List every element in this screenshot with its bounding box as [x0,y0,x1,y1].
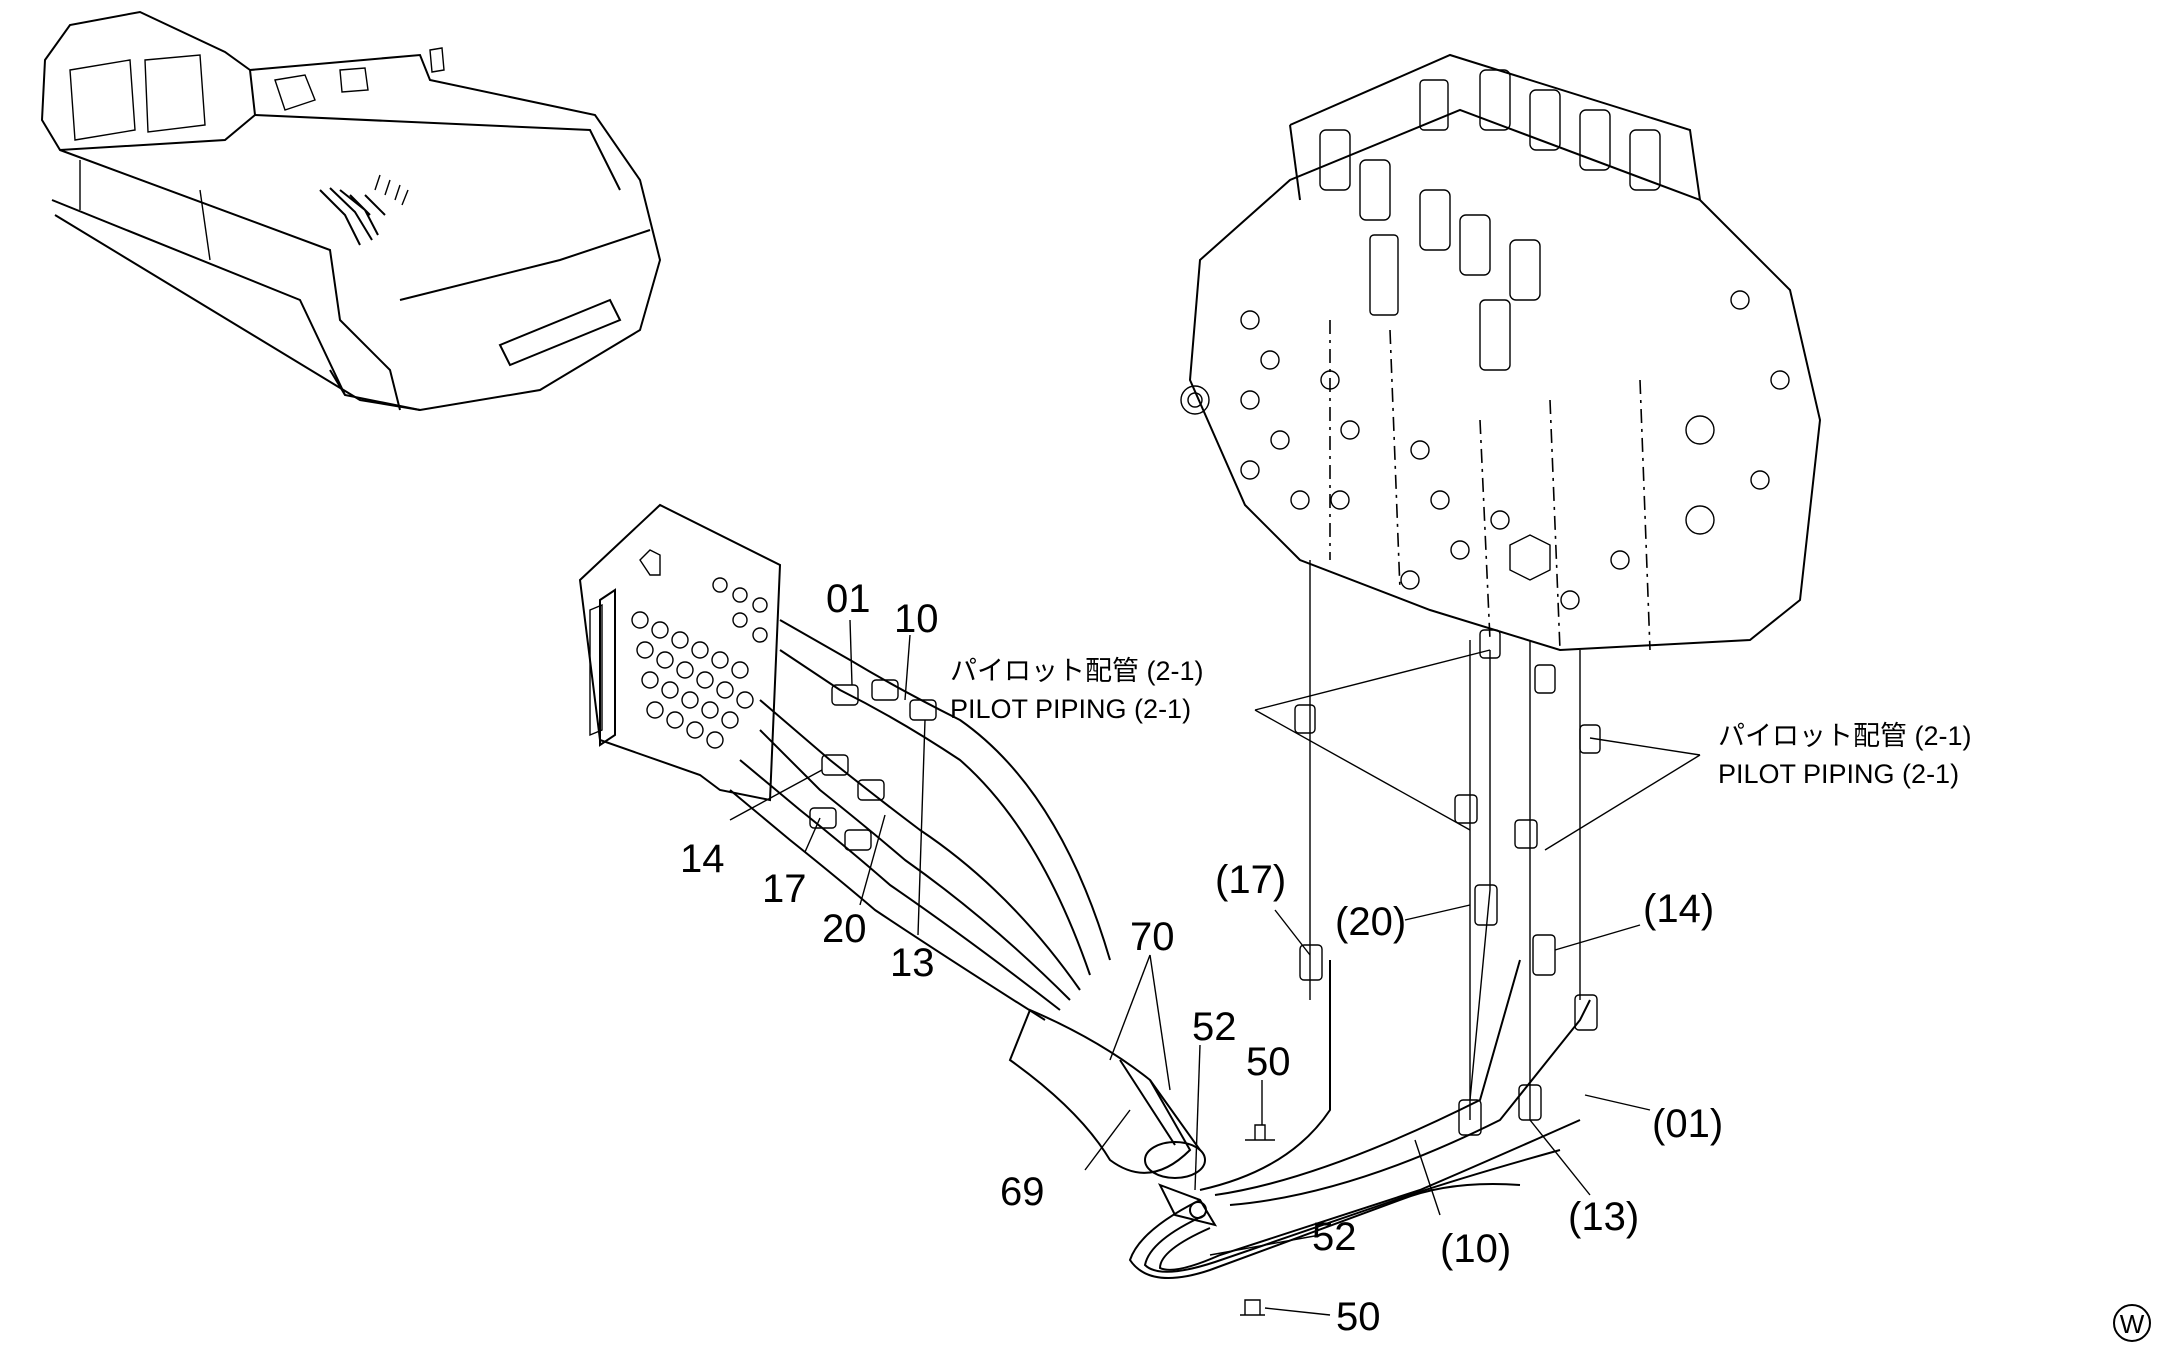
callouts: 01 10 14 17 20 13 70 52 50 69 52 50 (17)… [680,577,1723,1339]
corner-mark-letter: W [2120,1309,2145,1339]
callout-paren-10: (10) [1440,1227,1511,1271]
hose-routing [729,560,1601,1316]
note-left-en: PILOT PIPING (2-1) [950,694,1191,724]
callout-paren-01: (01) [1652,1102,1723,1146]
callout-14: 14 [680,837,725,881]
control-valve-assembly [1180,53,1822,652]
note-left-jp: パイロット配管 (2-1) [950,656,1204,686]
callout-70: 70 [1130,915,1175,959]
callout-17: 17 [762,867,807,911]
callout-50-upper: 50 [1246,1040,1291,1084]
callout-20: 20 [822,907,867,951]
callout-50-lower: 50 [1336,1295,1381,1339]
pilot-valve-block [578,503,782,802]
callout-paren-17: (17) [1215,858,1286,902]
callout-52-upper: 52 [1192,1005,1237,1049]
callout-13: 13 [890,941,935,985]
callout-01: 01 [826,577,871,621]
note-right-en: PILOT PIPING (2-1) [1718,759,1959,789]
callout-69: 69 [1000,1170,1045,1214]
note-right-jp: パイロット配管 (2-1) [1718,721,1972,751]
callout-52-lower: 52 [1312,1215,1357,1259]
callout-paren-20: (20) [1335,900,1406,944]
callout-10: 10 [894,597,939,641]
leader-lines [729,619,1701,1316]
corner-mark: W [2113,1304,2151,1342]
pilot-piping-notes: パイロット配管 (2-1) PILOT PIPING (2-1) パイロット配管… [950,656,1972,789]
callout-paren-14: (14) [1643,887,1714,931]
callout-paren-13: (13) [1568,1195,1639,1239]
excavator-overview-drawing [40,10,662,412]
